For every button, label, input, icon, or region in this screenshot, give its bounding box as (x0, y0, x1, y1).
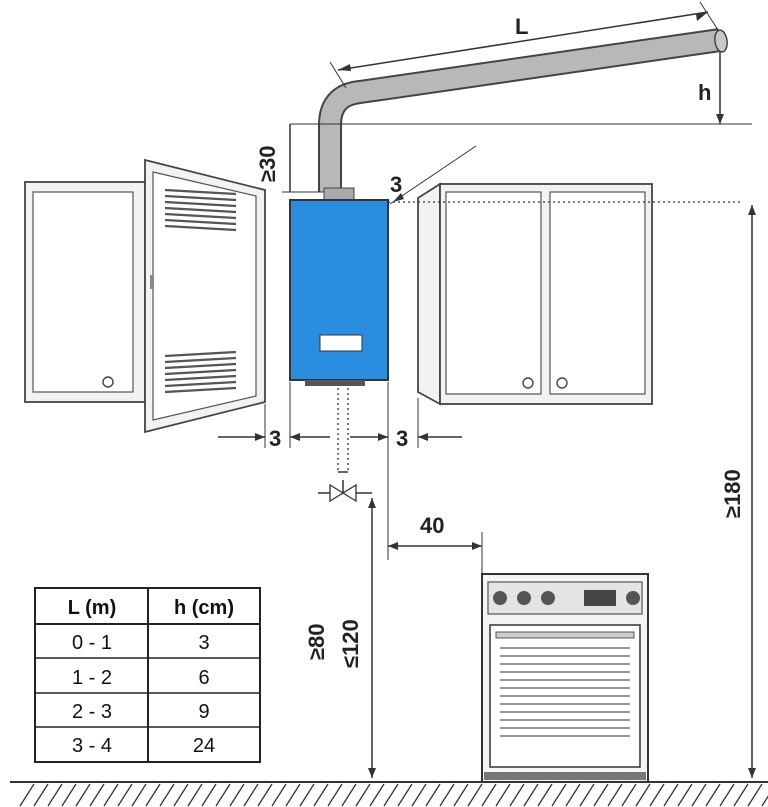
above-heater-dimension: ≥30 (255, 124, 335, 193)
pipe-rise-label: h (698, 80, 711, 105)
table-header-length: L (m) (68, 597, 117, 619)
stove-knob-icon (493, 591, 507, 605)
table-cell: 3 (198, 632, 209, 654)
left-wall-cabinet (24, 158, 266, 434)
stove-knob-icon (626, 591, 640, 605)
right-wall-cabinet (417, 182, 653, 406)
table-cell: 3 - 4 (72, 735, 112, 757)
water-heater (289, 187, 389, 386)
stove (481, 573, 649, 783)
door-vent-bottom (164, 350, 237, 394)
table-cell: 9 (198, 701, 209, 723)
side-gap-dimensions: 3 3 (218, 382, 462, 451)
table-cell: 24 (193, 735, 215, 757)
valve-height-max-label: ≤120 (338, 619, 363, 668)
top-gap-dimension: 3 (388, 145, 740, 205)
stove-gap-label: 40 (420, 513, 444, 538)
cabinet-height-label: ≥180 (720, 469, 745, 518)
pipe-length-label: L (515, 14, 528, 39)
table-cell: 6 (198, 667, 209, 689)
stove-display (584, 590, 616, 606)
table-cell: 1 - 2 (72, 667, 112, 689)
stove-gap-dimension: 40 (388, 513, 483, 575)
pipe-table: L (m) h (cm) 0 - 1 3 1 - 2 6 2 - 3 9 3 -… (34, 587, 261, 763)
pipe-rise-dimension: h (290, 52, 752, 125)
table-cell: 2 - 3 (72, 701, 112, 723)
valve-height-dimension: ≥80 ≤120 (304, 498, 376, 778)
floor (10, 781, 768, 807)
pipe-length-dimension: L (329, 1, 719, 89)
stove-knob-icon (541, 591, 555, 605)
door-vent-top (164, 188, 237, 232)
table-header-height: h (cm) (174, 597, 234, 619)
flue-pipe (318, 28, 728, 192)
stove-knob-icon (517, 591, 531, 605)
top-gap-label: 3 (390, 172, 402, 197)
gas-supply-line (318, 388, 389, 560)
right-gap-label: 3 (396, 426, 408, 451)
above-heater-label: ≥30 (255, 145, 280, 182)
table-cell: 0 - 1 (72, 632, 112, 654)
valve-height-min-label: ≥80 (304, 623, 329, 660)
gas-valve-icon (329, 483, 345, 503)
cabinet-height-dimension: ≥180 (720, 205, 756, 778)
left-gap-label: 3 (269, 426, 281, 451)
heater-display (319, 334, 363, 352)
